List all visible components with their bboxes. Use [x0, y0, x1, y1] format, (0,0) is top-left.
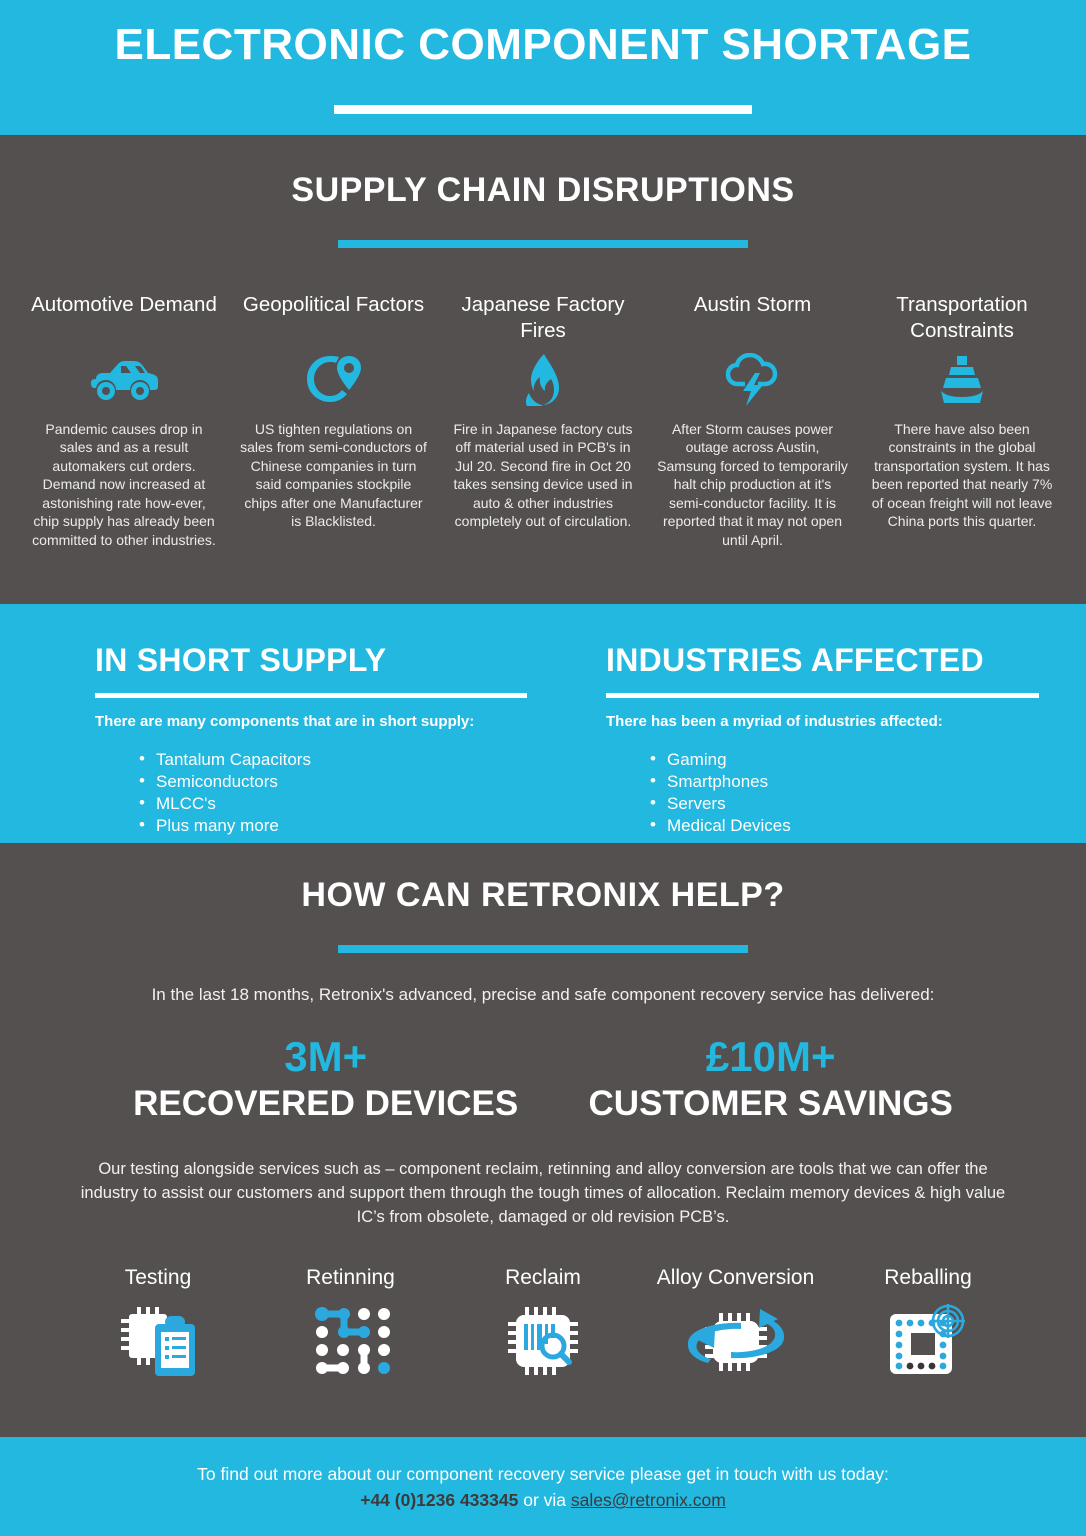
industries-title: INDUSTRIES AFFECTED	[606, 642, 984, 678]
list-item: Medical Devices	[650, 815, 1039, 836]
retronix-divider	[338, 945, 748, 953]
phone-number[interactable]: +44 (0)1236 433345	[360, 1490, 519, 1510]
service-testing: Testing	[63, 1266, 253, 1380]
service-retinning: Retinning	[256, 1266, 446, 1380]
stat-number: £10M+	[705, 1033, 836, 1080]
stats-row: 3M+ RECOVERED DEVICES £10M+ CUSTOMER SAV…	[98, 1033, 988, 1126]
disruption-columns: Automotive Demand Pandemic causes dr	[28, 292, 1058, 549]
supply-chain-section: SUPPLY CHAIN DISRUPTIONS Automotive Dema…	[0, 135, 1086, 604]
retronix-lead: In the last 18 months, Retronix's advanc…	[151, 985, 935, 1004]
stat-customer-savings: £10M+ CUSTOMER SAVINGS	[588, 1033, 953, 1126]
disruption-column: Austin Storm After Storm causes power ou…	[657, 292, 849, 549]
disruption-body: US tighten regulations on sales from sem…	[240, 421, 427, 530]
industries-list: Gaming Smartphones Servers Medical Devic…	[606, 749, 1039, 836]
footer-contact-line: +44 (0)1236 433345 or via sales@retronix…	[360, 1490, 726, 1511]
service-reballing: Reballing	[833, 1266, 1023, 1380]
service-label: Alloy Conversion	[656, 1265, 815, 1289]
service-label: Testing	[124, 1265, 192, 1289]
disruption-body: After Storm causes power outage across A…	[657, 421, 848, 548]
retronix-section: HOW CAN RETRONIX HELP? In the last 18 mo…	[0, 843, 1086, 1437]
disruption-title: Geopolitical Factors	[242, 293, 425, 316]
list-item: Tantalum Capacitors	[139, 749, 527, 770]
disruption-title: Transportation Constraints	[896, 293, 1028, 343]
chip-rotate-icon	[683, 1302, 789, 1380]
ship-icon	[937, 354, 987, 406]
disruption-title: Austin Storm	[693, 293, 812, 316]
disruption-body: Fire in Japanese factory cuts off materi…	[453, 421, 633, 530]
short-supply-lead: There are many components that are in sh…	[95, 713, 475, 730]
list-item: Semiconductors	[139, 771, 527, 792]
solder-dots-icon	[312, 1302, 390, 1380]
storm-cloud-icon	[725, 353, 781, 406]
disruption-title: Japanese Factory Fires	[461, 293, 625, 343]
disruption-title: Automotive Demand	[31, 293, 217, 316]
service-alloy-conversion: Alloy Conversion	[641, 1266, 831, 1380]
disruption-column: Transportation Constraints There have al…	[866, 292, 1058, 531]
industries-block: INDUSTRIES AFFECTED There has been a myr…	[527, 642, 1039, 843]
stat-number: 3M+	[284, 1033, 368, 1080]
email-link[interactable]: sales@retronix.com	[570, 1490, 726, 1510]
services-row: Testing	[63, 1266, 1023, 1380]
supply-chain-divider	[338, 240, 748, 248]
short-supply-list: Tantalum Capacitors Semiconductors MLCC'…	[95, 749, 527, 836]
header-banner: ELECTRONIC COMPONENT SHORTAGE	[0, 0, 1086, 135]
list-item: Gaming	[650, 749, 1039, 770]
retronix-title: HOW CAN RETRONIX HELP?	[301, 876, 785, 914]
service-reclaim: Reclaim	[448, 1266, 638, 1380]
footer-headline: To find out more about our component rec…	[197, 1464, 889, 1484]
disruption-column: Automotive Demand Pandemic causes dr	[28, 292, 220, 549]
flame-icon	[523, 354, 563, 406]
page-title: ELECTRONIC COMPONENT SHORTAGE	[114, 20, 972, 69]
list-item: Smartphones	[650, 771, 1039, 792]
disruption-column: Japanese Factory Fires Fire in Japanese …	[447, 292, 639, 531]
industries-divider	[606, 693, 1039, 698]
short-supply-block: IN SHORT SUPPLY There are many component…	[0, 642, 527, 843]
disruption-body: There have also been constraints in the …	[871, 421, 1053, 530]
footer-contact: To find out more about our component rec…	[0, 1437, 1086, 1536]
chip-clipboard-icon	[117, 1302, 199, 1380]
stat-label: RECOVERED DEVICES	[133, 1084, 519, 1124]
industries-lead: There has been a myriad of industries af…	[606, 713, 943, 730]
short-supply-divider	[95, 693, 527, 698]
disruption-column: Geopolitical Factors US tighten regulati…	[238, 292, 430, 531]
bga-target-icon	[886, 1302, 970, 1380]
stat-recovered-devices: 3M+ RECOVERED DEVICES	[133, 1033, 519, 1126]
service-label: Reballing	[884, 1265, 972, 1289]
car-icon	[88, 354, 160, 406]
lists-section: IN SHORT SUPPLY There are many component…	[0, 604, 1086, 843]
list-item: Plus many more	[139, 815, 527, 836]
list-item: Servers	[650, 793, 1039, 814]
chip-magnifier-icon	[505, 1302, 581, 1380]
footer-separator: or via	[518, 1490, 571, 1510]
list-item: MLCC's	[139, 793, 527, 814]
disruption-body: Pandemic causes drop in sales and as a r…	[32, 421, 216, 548]
supply-chain-title: SUPPLY CHAIN DISRUPTIONS	[291, 171, 795, 209]
short-supply-title: IN SHORT SUPPLY	[95, 642, 387, 678]
service-label: Retinning	[306, 1265, 395, 1289]
service-label: Reclaim	[505, 1265, 581, 1289]
stat-label: CUSTOMER SAVINGS	[588, 1084, 953, 1124]
retronix-description: Our testing alongside services such as –…	[80, 1159, 1006, 1226]
header-divider	[334, 105, 752, 115]
globe-pin-icon	[306, 354, 362, 406]
